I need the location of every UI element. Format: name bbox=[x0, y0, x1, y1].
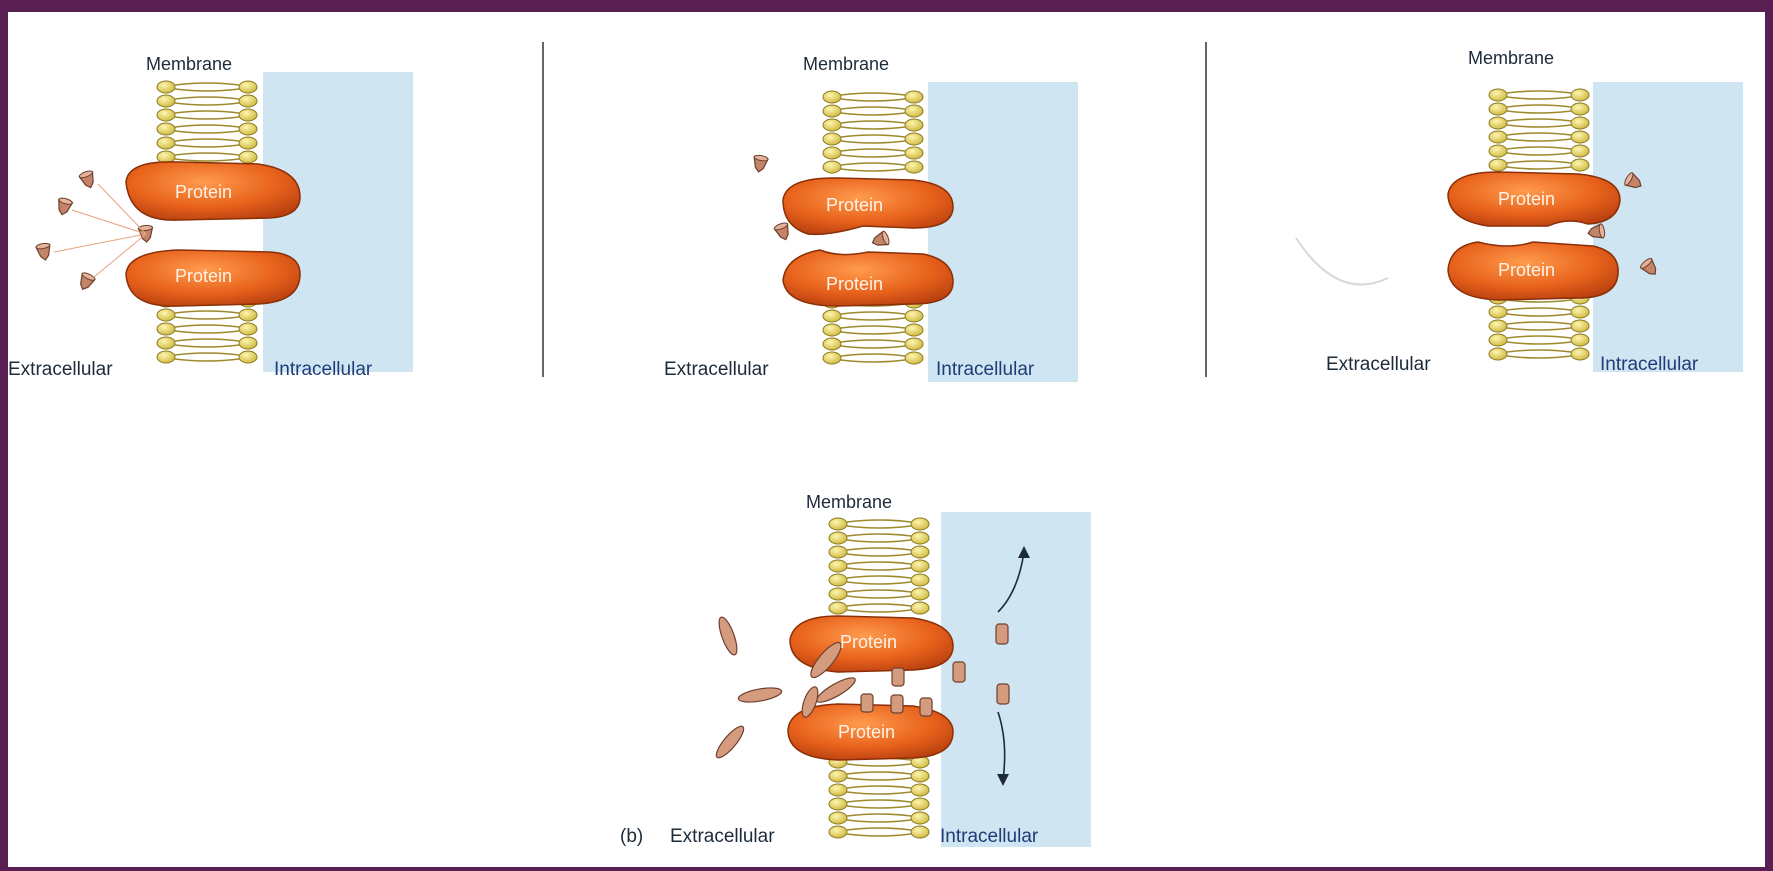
protein-top-label: Protein bbox=[175, 182, 232, 202]
extracellular-label: Extracellular bbox=[664, 359, 769, 380]
panel-tag: (b) bbox=[620, 826, 643, 847]
figure-frame: Membrane Protein Protein Extracellular I… bbox=[8, 12, 1765, 867]
intracellular-label: Intracellular bbox=[936, 359, 1035, 380]
panel-1: Membrane Protein Protein Extracellular I… bbox=[8, 54, 413, 380]
protein-bottom-label: Protein bbox=[826, 274, 883, 294]
panel-4: Membrane Protein Protein (b) Extracellul… bbox=[620, 492, 1091, 847]
extracellular-label: Extracellular bbox=[670, 826, 775, 847]
membrane-label: Membrane bbox=[803, 54, 889, 74]
extracellular-label: Extracellular bbox=[1326, 354, 1431, 375]
protein-top-label: Protein bbox=[1498, 189, 1555, 209]
intracellular-region bbox=[263, 72, 413, 372]
lipid-bilayer bbox=[157, 81, 257, 363]
intracellular-label: Intracellular bbox=[1600, 354, 1699, 375]
membrane-label: Membrane bbox=[146, 54, 232, 74]
protein-bottom-label: Protein bbox=[838, 722, 895, 742]
stray-mark bbox=[1296, 238, 1388, 285]
lipid-bilayer bbox=[829, 518, 929, 838]
membrane-label: Membrane bbox=[1468, 48, 1554, 68]
panel-2: Membrane Protein Protein Extracellular I… bbox=[664, 54, 1078, 382]
protein-bottom-label: Protein bbox=[175, 266, 232, 286]
intracellular-label: Intracellular bbox=[274, 359, 373, 380]
intracellular-region bbox=[928, 82, 1078, 382]
membrane-label: Membrane bbox=[806, 492, 892, 512]
protein-bottom-label: Protein bbox=[1498, 260, 1555, 280]
membrane-transport-diagram: Membrane Protein Protein Extracellular I… bbox=[8, 12, 1765, 867]
protein-top-label: Protein bbox=[840, 632, 897, 652]
intracellular-region bbox=[1593, 82, 1743, 372]
intracellular-label: Intracellular bbox=[940, 826, 1039, 847]
extracellular-label: Extracellular bbox=[8, 359, 113, 380]
panel-3: Membrane Protein Protein Extracellular I… bbox=[1296, 48, 1743, 375]
protein-top-label: Protein bbox=[826, 195, 883, 215]
